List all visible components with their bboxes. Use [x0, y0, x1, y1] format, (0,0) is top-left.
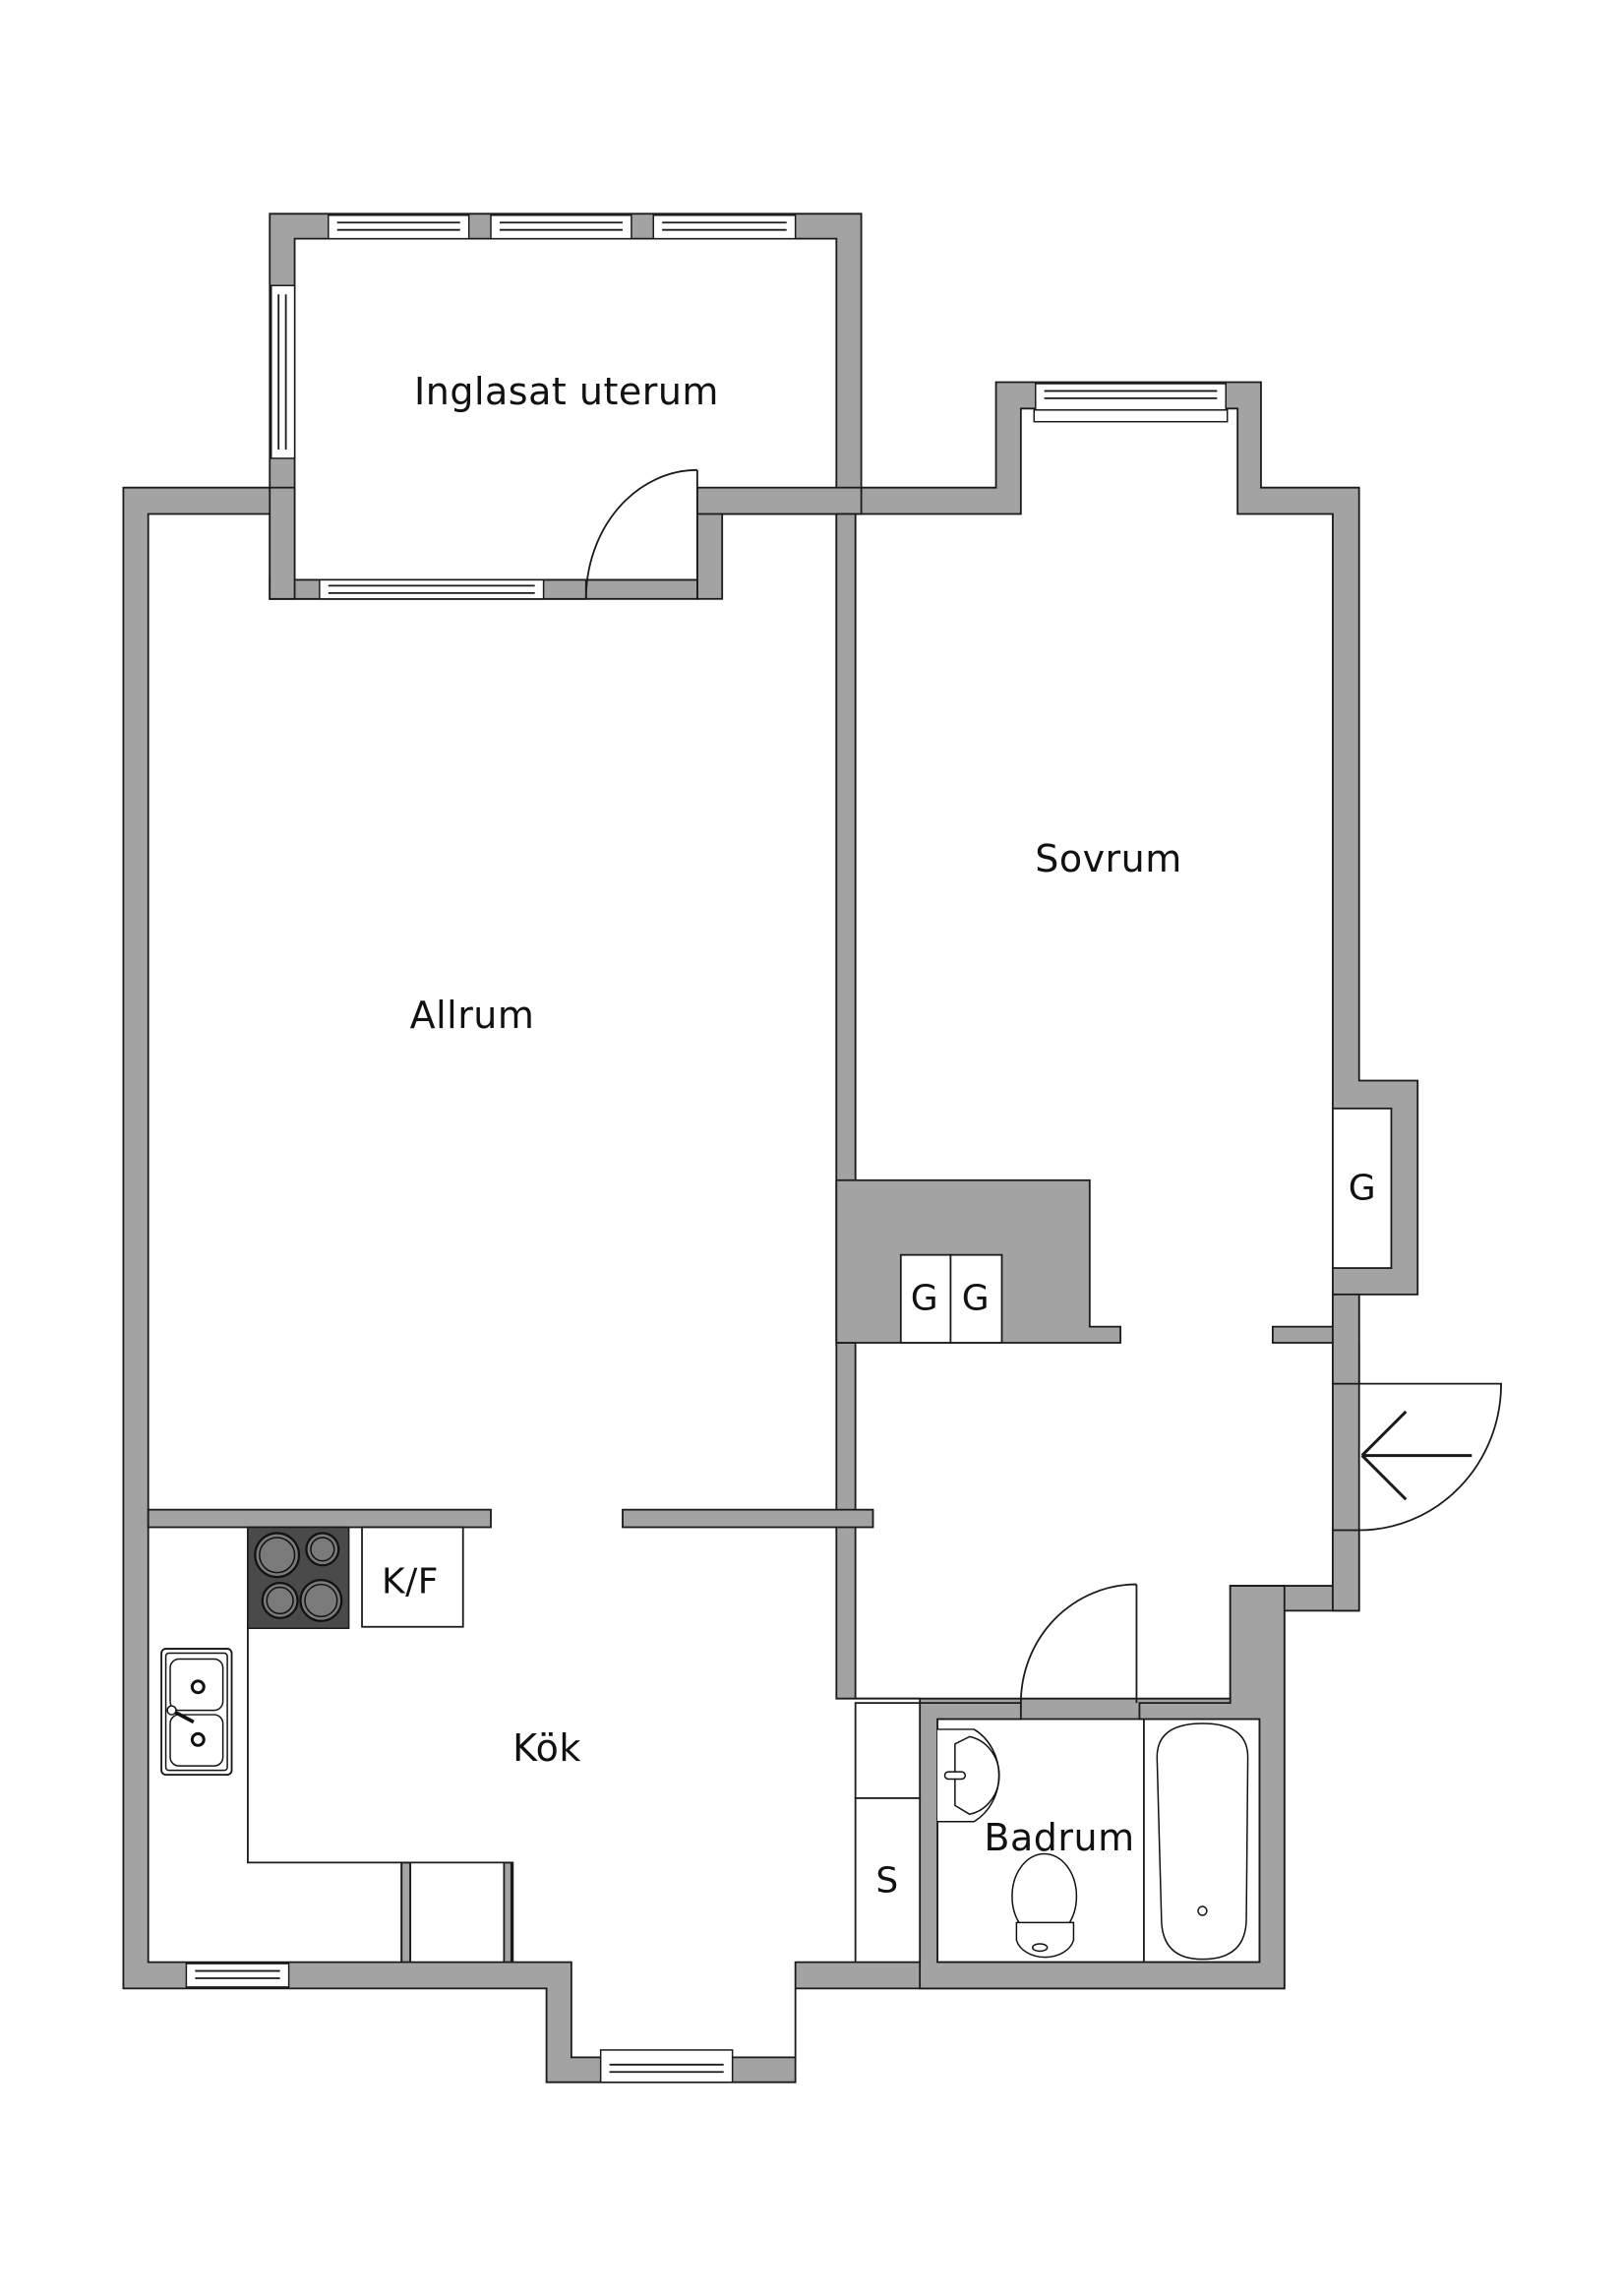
stove-icon: [247, 1526, 350, 1629]
cabinet-s: [854, 1797, 922, 1964]
entry-door-swing: [1358, 1382, 1502, 1532]
window-uterum-bottom: [319, 578, 545, 600]
kitchen: [160, 1526, 512, 1963]
wardrobe-3: [1332, 1107, 1393, 1269]
wardrobe-1: [899, 1253, 952, 1344]
toilet-icon: [1011, 1852, 1078, 1959]
bathroom: [937, 1719, 1249, 1963]
bathtub-icon: [1156, 1722, 1249, 1961]
entrance-arrow-icon: [1360, 1410, 1473, 1501]
kitchen-divider-1: [400, 1861, 412, 1964]
window-uterum-top-3: [652, 214, 797, 240]
window-uterum-top-1: [328, 214, 470, 240]
window-kitchen: [185, 1963, 290, 1988]
doors: [584, 468, 1502, 1704]
uterum-door-swing: [584, 468, 698, 599]
allrum-kok-floor: [147, 513, 922, 2059]
uterum-left-wall: [269, 486, 296, 600]
washbasin-icon: [937, 1728, 1000, 1823]
bathroom-door-swing: [1019, 1583, 1138, 1704]
window-sovrum: [1033, 383, 1229, 423]
wardrobe-2: [949, 1253, 1003, 1344]
sovrum-floor: [854, 407, 1334, 1700]
closets: [899, 1107, 1393, 1344]
entry-wall-lower: [1332, 1529, 1360, 1612]
cabinets: [854, 1702, 922, 1964]
kitchen-partition-right: [622, 1508, 874, 1529]
windows: [185, 214, 1229, 2084]
kitchen-partition-left: [147, 1508, 492, 1529]
sink-icon: [160, 1648, 233, 1776]
kitchen-counter: [247, 1527, 512, 1963]
uterum-right-ledge: [696, 486, 863, 515]
fridge-freezer: [361, 1526, 464, 1628]
window-kitchen-bay: [599, 2049, 734, 2084]
entry-wall-upper: [1332, 1293, 1360, 1385]
window-uterum-left: [270, 284, 296, 459]
bathroom-wall: [919, 1585, 1286, 1990]
window-uterum-top-2: [490, 214, 632, 240]
